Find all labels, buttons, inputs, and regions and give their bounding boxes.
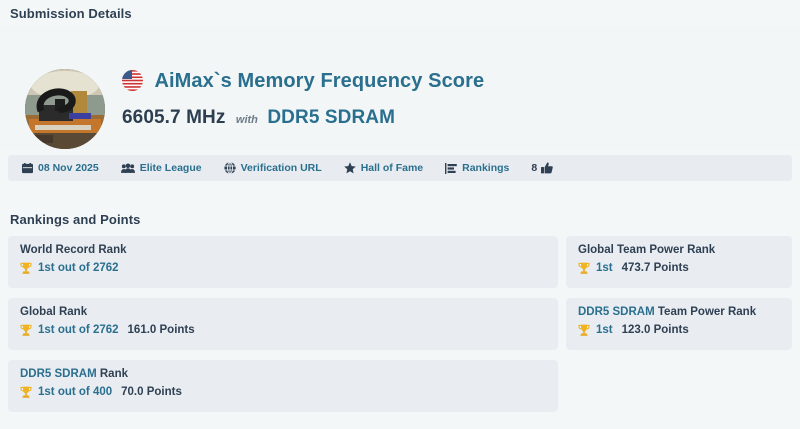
trophy-icon [578,324,590,336]
rank-card-value-row: 1st out of 400 70.0 Points [20,386,546,398]
meta-item-hall-of-fame[interactable]: Hall of Fame [343,162,424,174]
submission-meta-bar: 08 Nov 2025 Elite League [8,155,792,181]
rank-card-label-link[interactable]: DDR5 SDRAM [578,306,655,318]
rank-card-points: 161.0 Points [127,324,195,336]
rank-card-label-text: World Record Rank [20,244,127,256]
hardware-link[interactable]: DDR5 SDRAM [267,107,396,128]
meta-item-rankings[interactable]: Rankings [445,162,509,174]
rank-card-label-suffix: Team Power Rank [657,306,757,318]
with-label: with [235,114,258,126]
rankings-section-title: Rankings and Points [10,212,141,227]
rank-card-label: Global Team Power Rank [578,244,780,256]
meta-rankings-label: Rankings [462,162,510,174]
rank-card-value-row: 1st out of 2762 [20,262,546,274]
globe-icon [223,162,236,174]
rank-card-position[interactable]: 1st out of 2762 [38,324,119,336]
meta-league-label: Elite League [139,162,202,174]
meta-likes-count: 8 [531,162,538,174]
meta-hof-label: Hall of Fame [360,162,424,174]
rank-card-ddr5-sdram: DDR5 SDRAM Rank 1st out [8,360,558,412]
rank-card-label: DDR5 SDRAM Team Power Rank [578,306,780,318]
rank-card-world-record: World Record Rank 1st out of 2762 [8,236,558,288]
rank-card-position[interactable]: 1st out of 400 [38,386,113,398]
rank-card-label: Global Rank [20,306,546,318]
rankings-left-column: World Record Rank 1st out of 2762 [8,236,558,422]
meta-item-league[interactable]: Elite League [120,162,202,174]
star-icon [343,162,356,174]
rank-card-value-row: 1st out of 2762 161.0 Points [20,324,546,336]
us-flag-icon [122,70,143,91]
rank-card-points: 70.0 Points [121,386,182,398]
submission-header-panel: AiMax`s Memory Frequency Score 6605.7 MH… [0,26,800,150]
meta-item-verification-url[interactable]: Verification URL [223,162,322,174]
rank-card-label-suffix: Rank [99,368,128,380]
rank-card-global-team-power: Global Team Power Rank 1st [566,236,792,288]
rank-card-global: Global Rank 1st out of 2762 [8,298,558,350]
rank-card-points: 123.0 Points [621,324,689,336]
calendar-icon [22,162,33,174]
trophy-icon [578,262,590,274]
rank-card-label: DDR5 SDRAM Rank [20,368,546,380]
score-value: 6605.7 MHz [122,107,226,128]
meta-item-likes[interactable]: 8 [531,162,554,174]
rank-card-ddr5-team-power: DDR5 SDRAM Team Power Rank [566,298,792,350]
rank-card-position[interactable]: 1st [596,324,613,336]
trophy-icon [20,386,32,398]
rank-card-position[interactable]: 1st [596,262,613,274]
rank-card-points: 473.7 Points [621,262,689,274]
thumbs-up-icon [541,162,554,174]
rank-card-label-text: Global Rank [20,306,88,318]
score-subtitle-row: 6605.7 MHz with DDR5 SDRAM [122,107,484,129]
rank-card-value-row: 1st 473.7 Points [578,262,780,274]
rank-card-label-text: Global Team Power Rank [578,244,716,256]
score-title: AiMax`s Memory Frequency Score [154,70,485,92]
meta-date-label: 08 Nov 2025 [38,162,99,174]
bar-chart-icon [445,162,457,174]
title-block: AiMax`s Memory Frequency Score 6605.7 MH… [122,70,484,129]
rank-card-position[interactable]: 1st out of 2762 [38,262,119,274]
user-avatar-photo[interactable] [25,69,105,149]
rank-card-value-row: 1st 123.0 Points [578,324,780,336]
meta-verification-label: Verification URL [240,162,322,174]
page-title: Submission Details [10,6,132,21]
trophy-icon [20,262,32,274]
meta-item-date[interactable]: 08 Nov 2025 [22,162,99,174]
score-title-row: AiMax`s Memory Frequency Score [122,70,484,93]
users-icon [120,163,135,174]
rank-card-label-link[interactable]: DDR5 SDRAM [20,368,97,380]
rankings-right-column: Global Team Power Rank 1st [566,236,792,360]
rank-card-label: World Record Rank [20,244,546,256]
trophy-icon [20,324,32,336]
